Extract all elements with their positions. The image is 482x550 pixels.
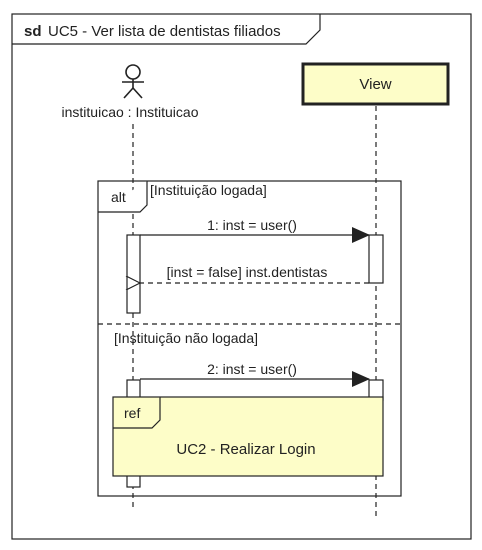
view-label: View bbox=[359, 76, 391, 93]
actor-activation-1 bbox=[126, 234, 141, 314]
frame-keyword: sd bbox=[24, 23, 42, 40]
alt-fragment bbox=[97, 180, 402, 497]
actor-label: instituicao : Instituicao bbox=[62, 104, 199, 120]
alt-guard-2: [Instituição não logada] bbox=[114, 330, 258, 346]
return-1-label: [inst = false] inst.dentistas bbox=[167, 264, 328, 280]
ref-operator: ref bbox=[124, 405, 140, 421]
frame-title-tab bbox=[12, 14, 321, 45]
frame-title: UC5 - Ver lista de dentistas filiados bbox=[48, 23, 281, 40]
alt-guard-1: [Instituição logada] bbox=[150, 182, 267, 198]
message-1-label: 1: inst = user() bbox=[207, 217, 297, 233]
actor-icon bbox=[122, 64, 144, 99]
view-lifeline-box bbox=[301, 62, 450, 106]
ref-label: UC2 - Realizar Login bbox=[176, 441, 315, 458]
alt-operator: alt bbox=[111, 189, 126, 205]
alt-operator-tab bbox=[98, 181, 148, 213]
message-2-label: 2: inst = user() bbox=[207, 361, 297, 377]
view-activation-1 bbox=[368, 234, 384, 284]
ref-operator-tab bbox=[113, 397, 161, 429]
